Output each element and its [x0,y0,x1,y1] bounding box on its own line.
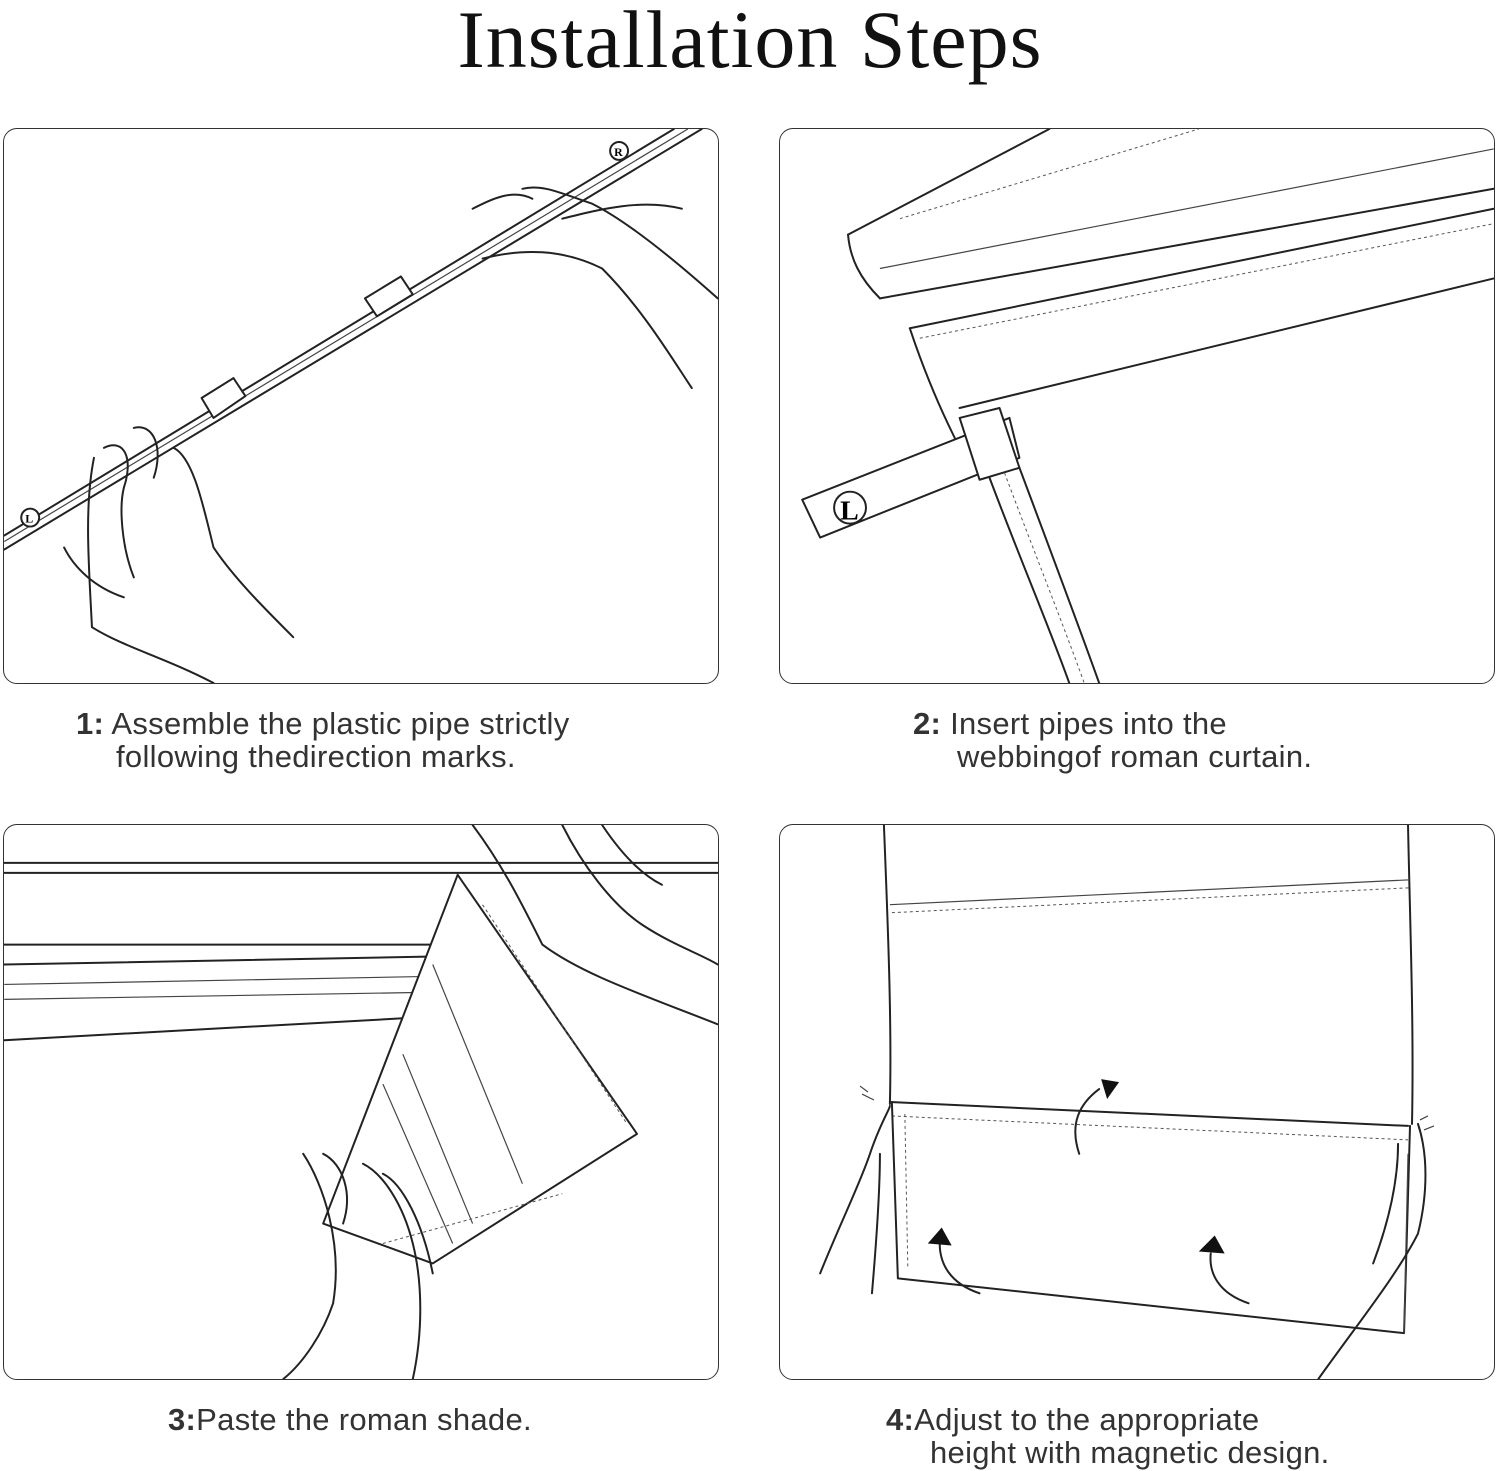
paste-shade-drawing [4,825,718,1379]
mark-r: R [614,145,623,159]
step-3-illustration [3,824,719,1380]
step-3-line-1: Paste the roman shade. [196,1402,532,1437]
step-2-line-2: webbingof roman curtain. [957,739,1313,774]
step-2-illustration: L [779,128,1495,684]
step-3-number: 3: [168,1402,197,1437]
webbing-insertion-drawing: L [801,129,1494,683]
step-4-number: 4: [886,1402,915,1437]
step-3-caption: 3:Paste the roman shade. [168,1403,532,1436]
step-2-line-1: Insert pipes into the [950,706,1227,741]
mark-l: L [840,496,859,527]
adjust-height-drawing [819,825,1435,1379]
page-title: Installation Steps [457,0,1043,85]
step-4-line-2: height with magnetic design. [930,1435,1330,1470]
pipe-assembly-drawing: L R [4,129,718,683]
step-1-illustration: L R [3,128,719,684]
mark-l: L [25,512,33,526]
step-1-line-1: Assemble the plastic pipe strictly [111,706,570,741]
step-4-line-1: Adjust to the appropriate [914,1402,1260,1437]
step-2-caption: 2: Insert pipes into the webbingof roman… [913,707,1312,773]
step-4-illustration [779,824,1495,1380]
step-2-number: 2: [913,706,942,741]
step-1-caption: 1: Assemble the plastic pipe strictly fo… [76,707,570,773]
step-1-line-2: following thedirection marks. [116,739,516,774]
step-1-number: 1: [76,706,105,741]
step-4-caption: 4:Adjust to the appropriate height with … [886,1403,1330,1469]
